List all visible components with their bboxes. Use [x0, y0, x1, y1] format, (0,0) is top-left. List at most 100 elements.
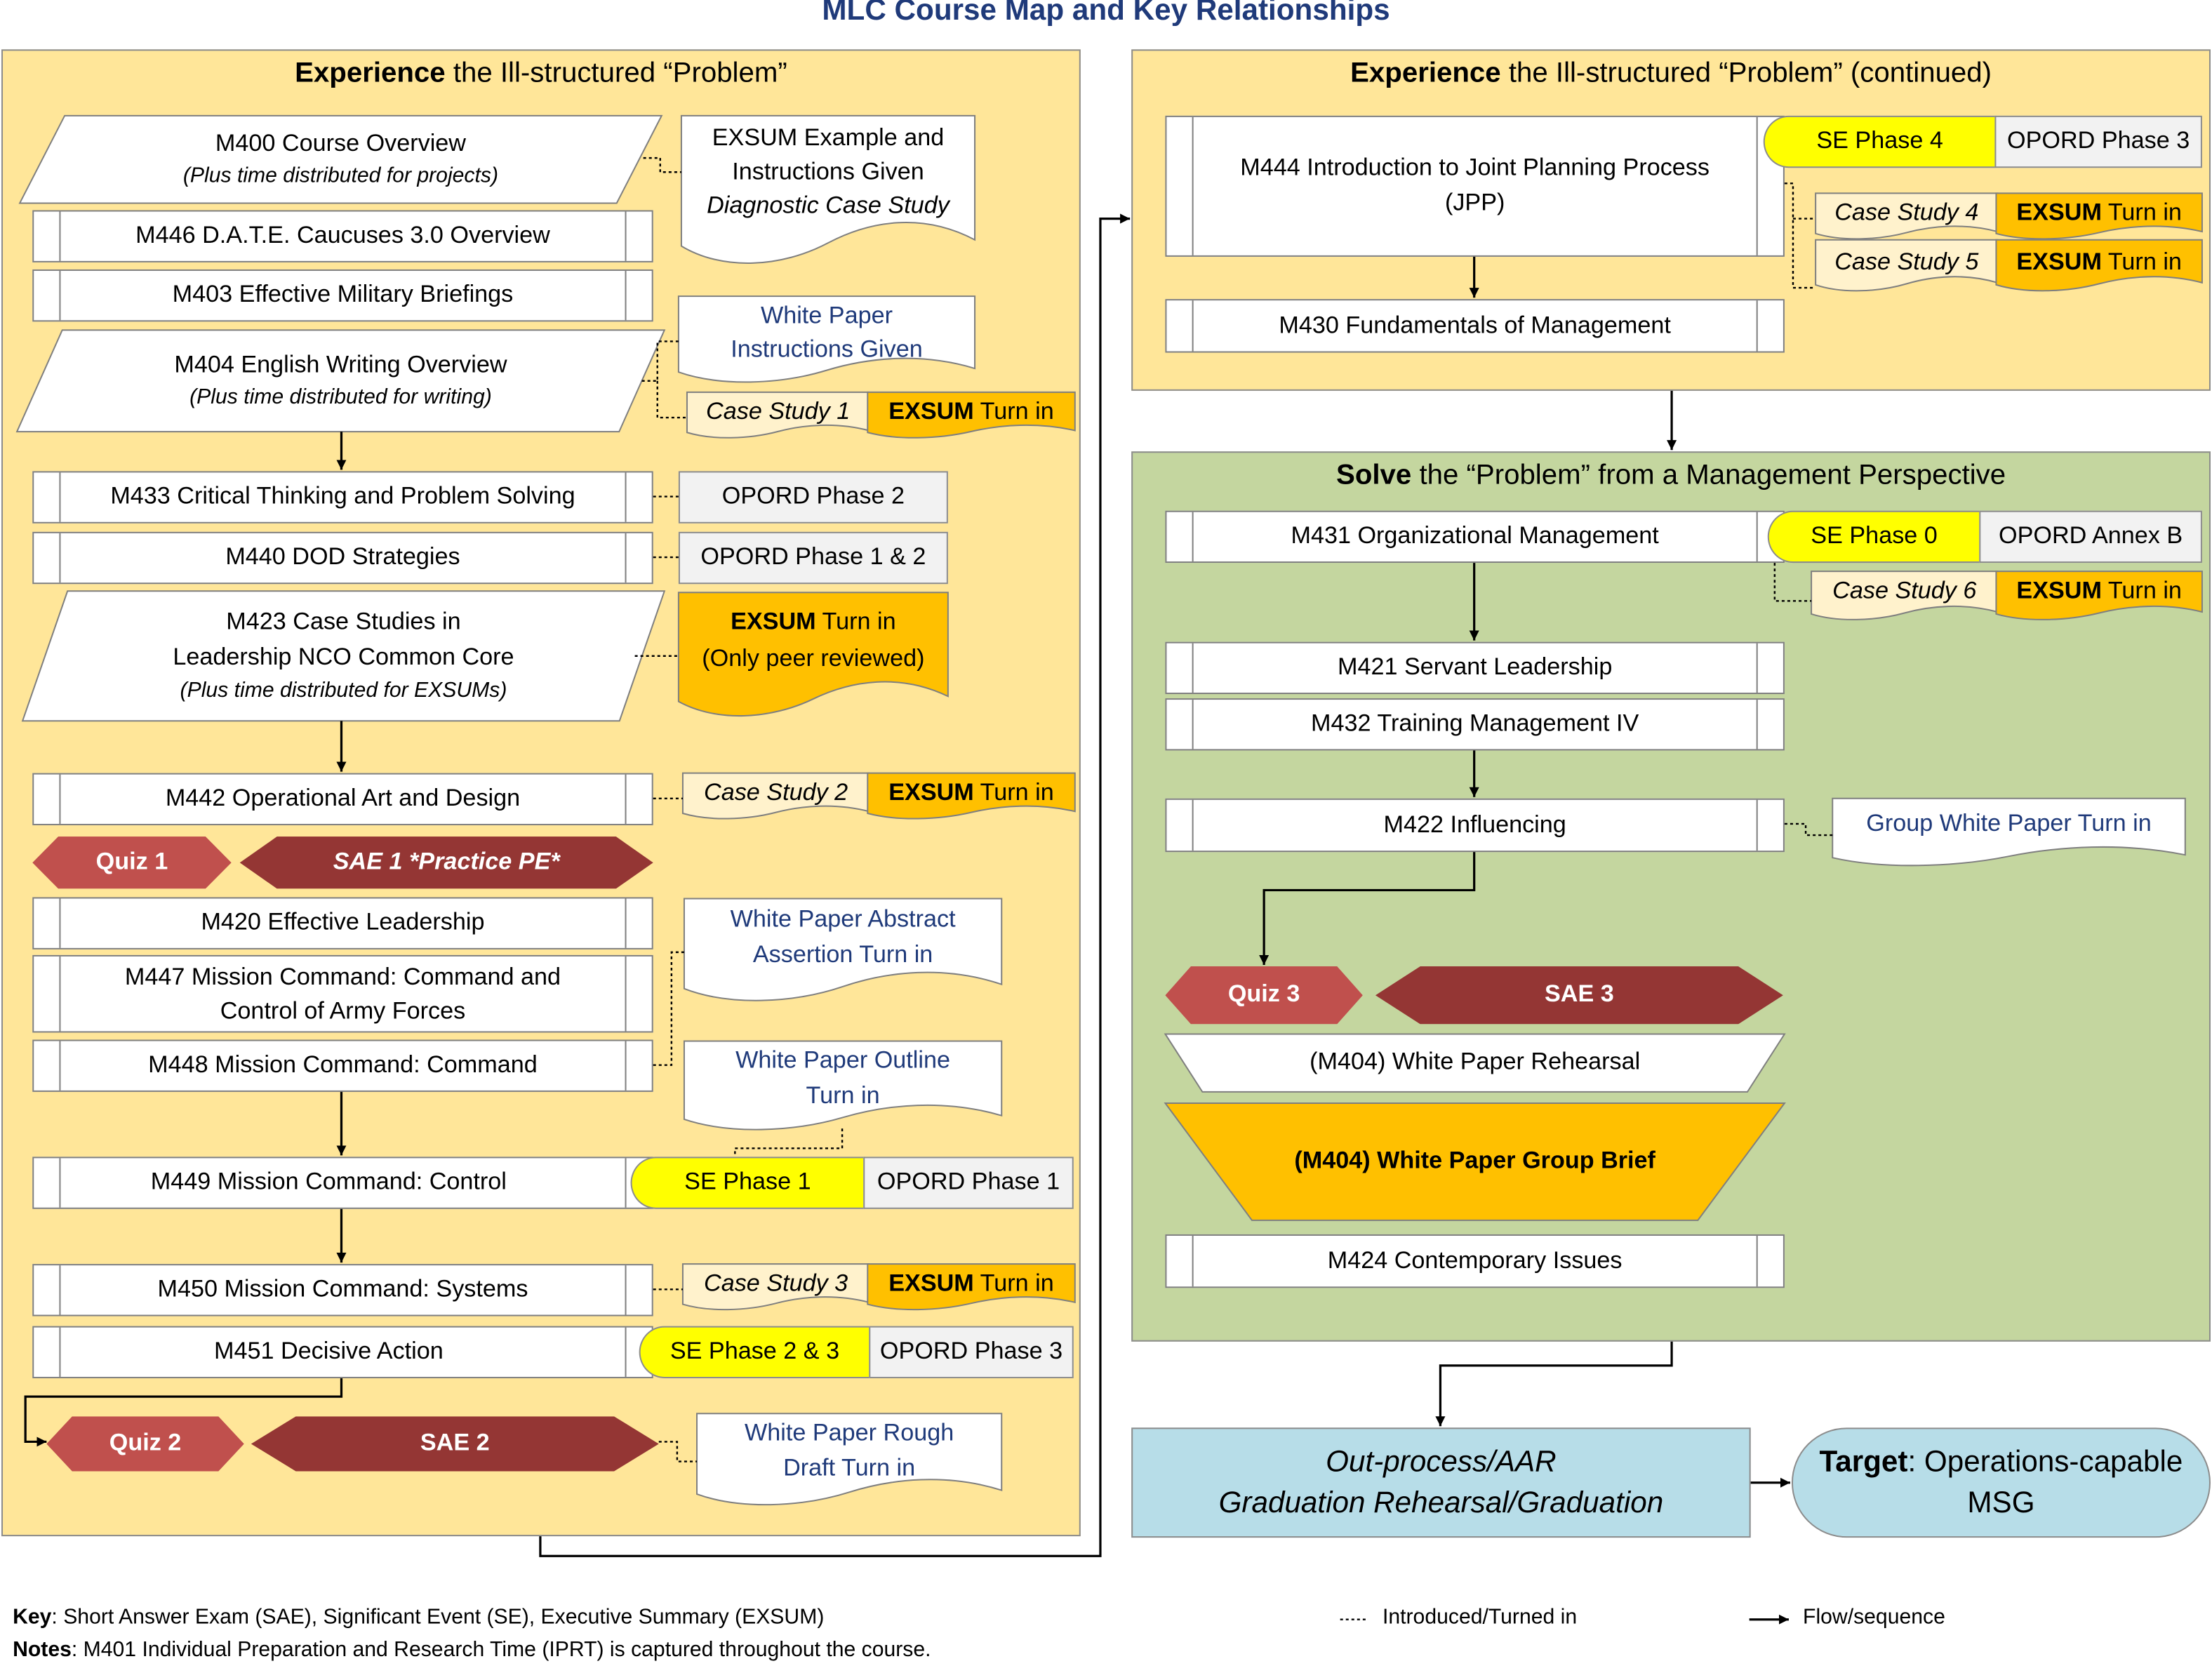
- doc-line: White Paper Rough: [745, 1419, 954, 1446]
- case-study-1[interactable]: Case Study 1: [687, 392, 869, 440]
- module-m404[interactable]: M404 English Writing Overview (Plus time…: [17, 330, 665, 432]
- opord-label: OPORD Phase 3: [879, 1338, 1063, 1365]
- se-phase-2-3[interactable]: SE Phase 2 & 3: [639, 1326, 871, 1378]
- module-title: M403 Effective Military Briefings: [172, 281, 514, 308]
- exsum-turn-in-2[interactable]: EXSUM Turn in: [867, 773, 1074, 821]
- module-m422[interactable]: M422 Influencing: [1165, 798, 1785, 853]
- module-title: M446 D.A.T.E. Caucuses 3.0 Overview: [135, 221, 550, 249]
- se-label: SE Phase 0: [1811, 522, 1938, 549]
- group-brief-label: (M404) White Paper Group Brief: [1294, 1147, 1655, 1174]
- sae-3[interactable]: SAE 3: [1375, 966, 1783, 1025]
- module-title: M424 Contemporary Issues: [1327, 1246, 1623, 1274]
- se-label: SE Phase 1: [684, 1168, 811, 1195]
- turn-in-text: Turn in: [2101, 577, 2182, 604]
- quiz-label: Quiz 1: [95, 848, 168, 875]
- module-m421[interactable]: M421 Servant Leadership: [1165, 641, 1785, 695]
- outprocess-graduation-box[interactable]: Out-process/AAR Graduation Rehearsal/Gra…: [1131, 1427, 1751, 1538]
- wp-abstract-doc[interactable]: White Paper Abstract Assertion Turn in: [684, 898, 1001, 1006]
- heading-rest: the Ill-structured “Problem”: [445, 58, 787, 89]
- case-study-3[interactable]: Case Study 3: [683, 1264, 869, 1312]
- trap2-shape: [1165, 1103, 1784, 1220]
- opord-phase-2[interactable]: OPORD Phase 2: [678, 471, 948, 524]
- exsum-turn-in-3[interactable]: EXSUM Turn in: [867, 1264, 1074, 1312]
- quiz-1[interactable]: Quiz 1: [32, 837, 232, 889]
- doc-shape: [1996, 193, 2201, 241]
- sae-2[interactable]: SAE 2: [251, 1416, 659, 1472]
- doc-line: White Paper: [760, 302, 893, 329]
- case-study-5[interactable]: Case Study 5: [1815, 240, 1997, 293]
- opord-label: OPORD Phase 1 & 2: [700, 543, 926, 571]
- opord-phase-3-right[interactable]: OPORD Phase 3: [1994, 115, 2202, 168]
- module-m430[interactable]: M430 Fundamentals of Management: [1165, 299, 1785, 353]
- exsum-turn-in-4[interactable]: EXSUM Turn in: [1996, 193, 2201, 241]
- target-rest: : Operations-capable: [1907, 1445, 2183, 1478]
- wp-instructions-doc[interactable]: White Paper Instructions Given: [679, 296, 975, 387]
- module-m432[interactable]: M432 Training Management IV: [1165, 698, 1785, 751]
- module-m451[interactable]: M451 Decisive Action: [32, 1326, 653, 1378]
- module-note: (Plus time distributed for EXSUMs): [180, 678, 507, 702]
- turn-in-text: Turn in: [2101, 248, 2182, 275]
- module-m447[interactable]: M447 Mission Command: Command and Contro…: [32, 954, 653, 1033]
- group-wp-doc[interactable]: Group White Paper Turn in: [1832, 799, 2185, 869]
- opord-phase-1[interactable]: OPORD Phase 1: [863, 1157, 1074, 1209]
- opord-phase-1-2[interactable]: OPORD Phase 1 & 2: [678, 531, 948, 585]
- heading-bold: Experience: [1350, 58, 1501, 89]
- wp-rough-draft-doc[interactable]: White Paper Rough Draft Turn in: [697, 1413, 1001, 1510]
- opord-label: OPORD Annex B: [1999, 522, 2183, 549]
- module-m433[interactable]: M433 Critical Thinking and Problem Solvi…: [32, 471, 653, 524]
- se-phase-1[interactable]: SE Phase 1: [630, 1157, 865, 1209]
- opord-phase-3[interactable]: OPORD Phase 3: [869, 1326, 1074, 1378]
- para-shape: [20, 116, 662, 204]
- exsum-turn-in-1[interactable]: EXSUM Turn in: [867, 392, 1074, 440]
- module-m450[interactable]: M450 Mission Command: Systems: [32, 1264, 653, 1317]
- peer-note: (Only peer reviewed): [702, 644, 925, 671]
- sae-label: SAE 3: [1545, 980, 1614, 1008]
- module-m431[interactable]: M431 Organizational Management: [1165, 510, 1785, 564]
- case-study-4[interactable]: Case Study 4: [1815, 193, 1997, 241]
- module-m449[interactable]: M449 Mission Command: Control: [32, 1157, 653, 1209]
- turn-in-text: Turn in: [973, 778, 1054, 806]
- target-line: Target: Operations-capable: [1820, 1441, 2183, 1483]
- module-m403[interactable]: M403 Effective Military Briefings: [32, 269, 653, 322]
- quiz-2[interactable]: Quiz 2: [46, 1416, 244, 1472]
- exsum-turn-in-6[interactable]: EXSUM Turn in: [1996, 571, 2201, 622]
- turn-in-text: Turn in: [973, 1270, 1054, 1297]
- target-line-2: MSG: [1967, 1486, 2035, 1519]
- wp-rehearsal[interactable]: (M404) White Paper Rehearsal: [1165, 1034, 1784, 1091]
- module-m424[interactable]: M424 Contemporary Issues: [1165, 1234, 1785, 1288]
- module-m423[interactable]: M423 Case Studies in Leadership NCO Comm…: [22, 591, 665, 721]
- doc-shape: [1832, 799, 2185, 869]
- doc-line: EXSUM Example and: [712, 124, 945, 152]
- exsum-peer-reviewed[interactable]: EXSUM Turn in (Only peer reviewed): [679, 592, 948, 722]
- se-phase-0[interactable]: SE Phase 0: [1767, 510, 1981, 564]
- sae-1[interactable]: SAE 1 *Practice PE*: [239, 837, 653, 889]
- exsum-turn-in-5[interactable]: EXSUM Turn in: [1996, 240, 2201, 293]
- module-m448[interactable]: M448 Mission Command: Command: [32, 1039, 653, 1092]
- target-terminal[interactable]: Target: Operations-capable MSG: [1791, 1427, 2211, 1538]
- module-m400[interactable]: M400 Course Overview (Plus time distribu…: [20, 116, 662, 204]
- module-title: (JPP): [1444, 189, 1505, 216]
- exsum-example-doc[interactable]: EXSUM Example and Instructions Given Dia…: [681, 116, 975, 271]
- case-study-2[interactable]: Case Study 2: [683, 773, 869, 821]
- exsum-bold: EXSUM: [888, 397, 974, 425]
- quiz-label: Quiz 3: [1227, 980, 1300, 1008]
- module-m440[interactable]: M440 DOD Strategies: [32, 531, 653, 585]
- module-title: M420 Effective Leadership: [201, 908, 485, 936]
- module-title: Control of Army Forces: [220, 997, 466, 1024]
- panel-heading: Experience the Ill-structured “Problem” …: [1133, 58, 2209, 90]
- outprocess-line: Out-process/AAR: [1326, 1445, 1557, 1478]
- turn-in-text: Turn in: [815, 608, 896, 635]
- case-study-6[interactable]: Case Study 6: [1811, 571, 1997, 622]
- module-m442[interactable]: M442 Operational Art and Design: [32, 773, 653, 825]
- doc-line: Instructions Given: [731, 335, 923, 363]
- wp-outline-doc[interactable]: White Paper Outline Turn in: [684, 1041, 1001, 1135]
- module-m446[interactable]: M446 D.A.T.E. Caucuses 3.0 Overview: [32, 210, 653, 262]
- opord-annex-b[interactable]: OPORD Annex B: [1979, 510, 2202, 564]
- se-phase-4[interactable]: SE Phase 4: [1763, 115, 1997, 168]
- module-m420[interactable]: M420 Effective Leadership: [32, 897, 653, 949]
- wp-group-brief[interactable]: (M404) White Paper Group Brief: [1165, 1103, 1784, 1220]
- module-m444[interactable]: M444 Introduction to Joint Planning Proc…: [1165, 115, 1785, 257]
- quiz-3[interactable]: Quiz 3: [1165, 966, 1363, 1025]
- module-title: M450 Mission Command: Systems: [157, 1275, 528, 1302]
